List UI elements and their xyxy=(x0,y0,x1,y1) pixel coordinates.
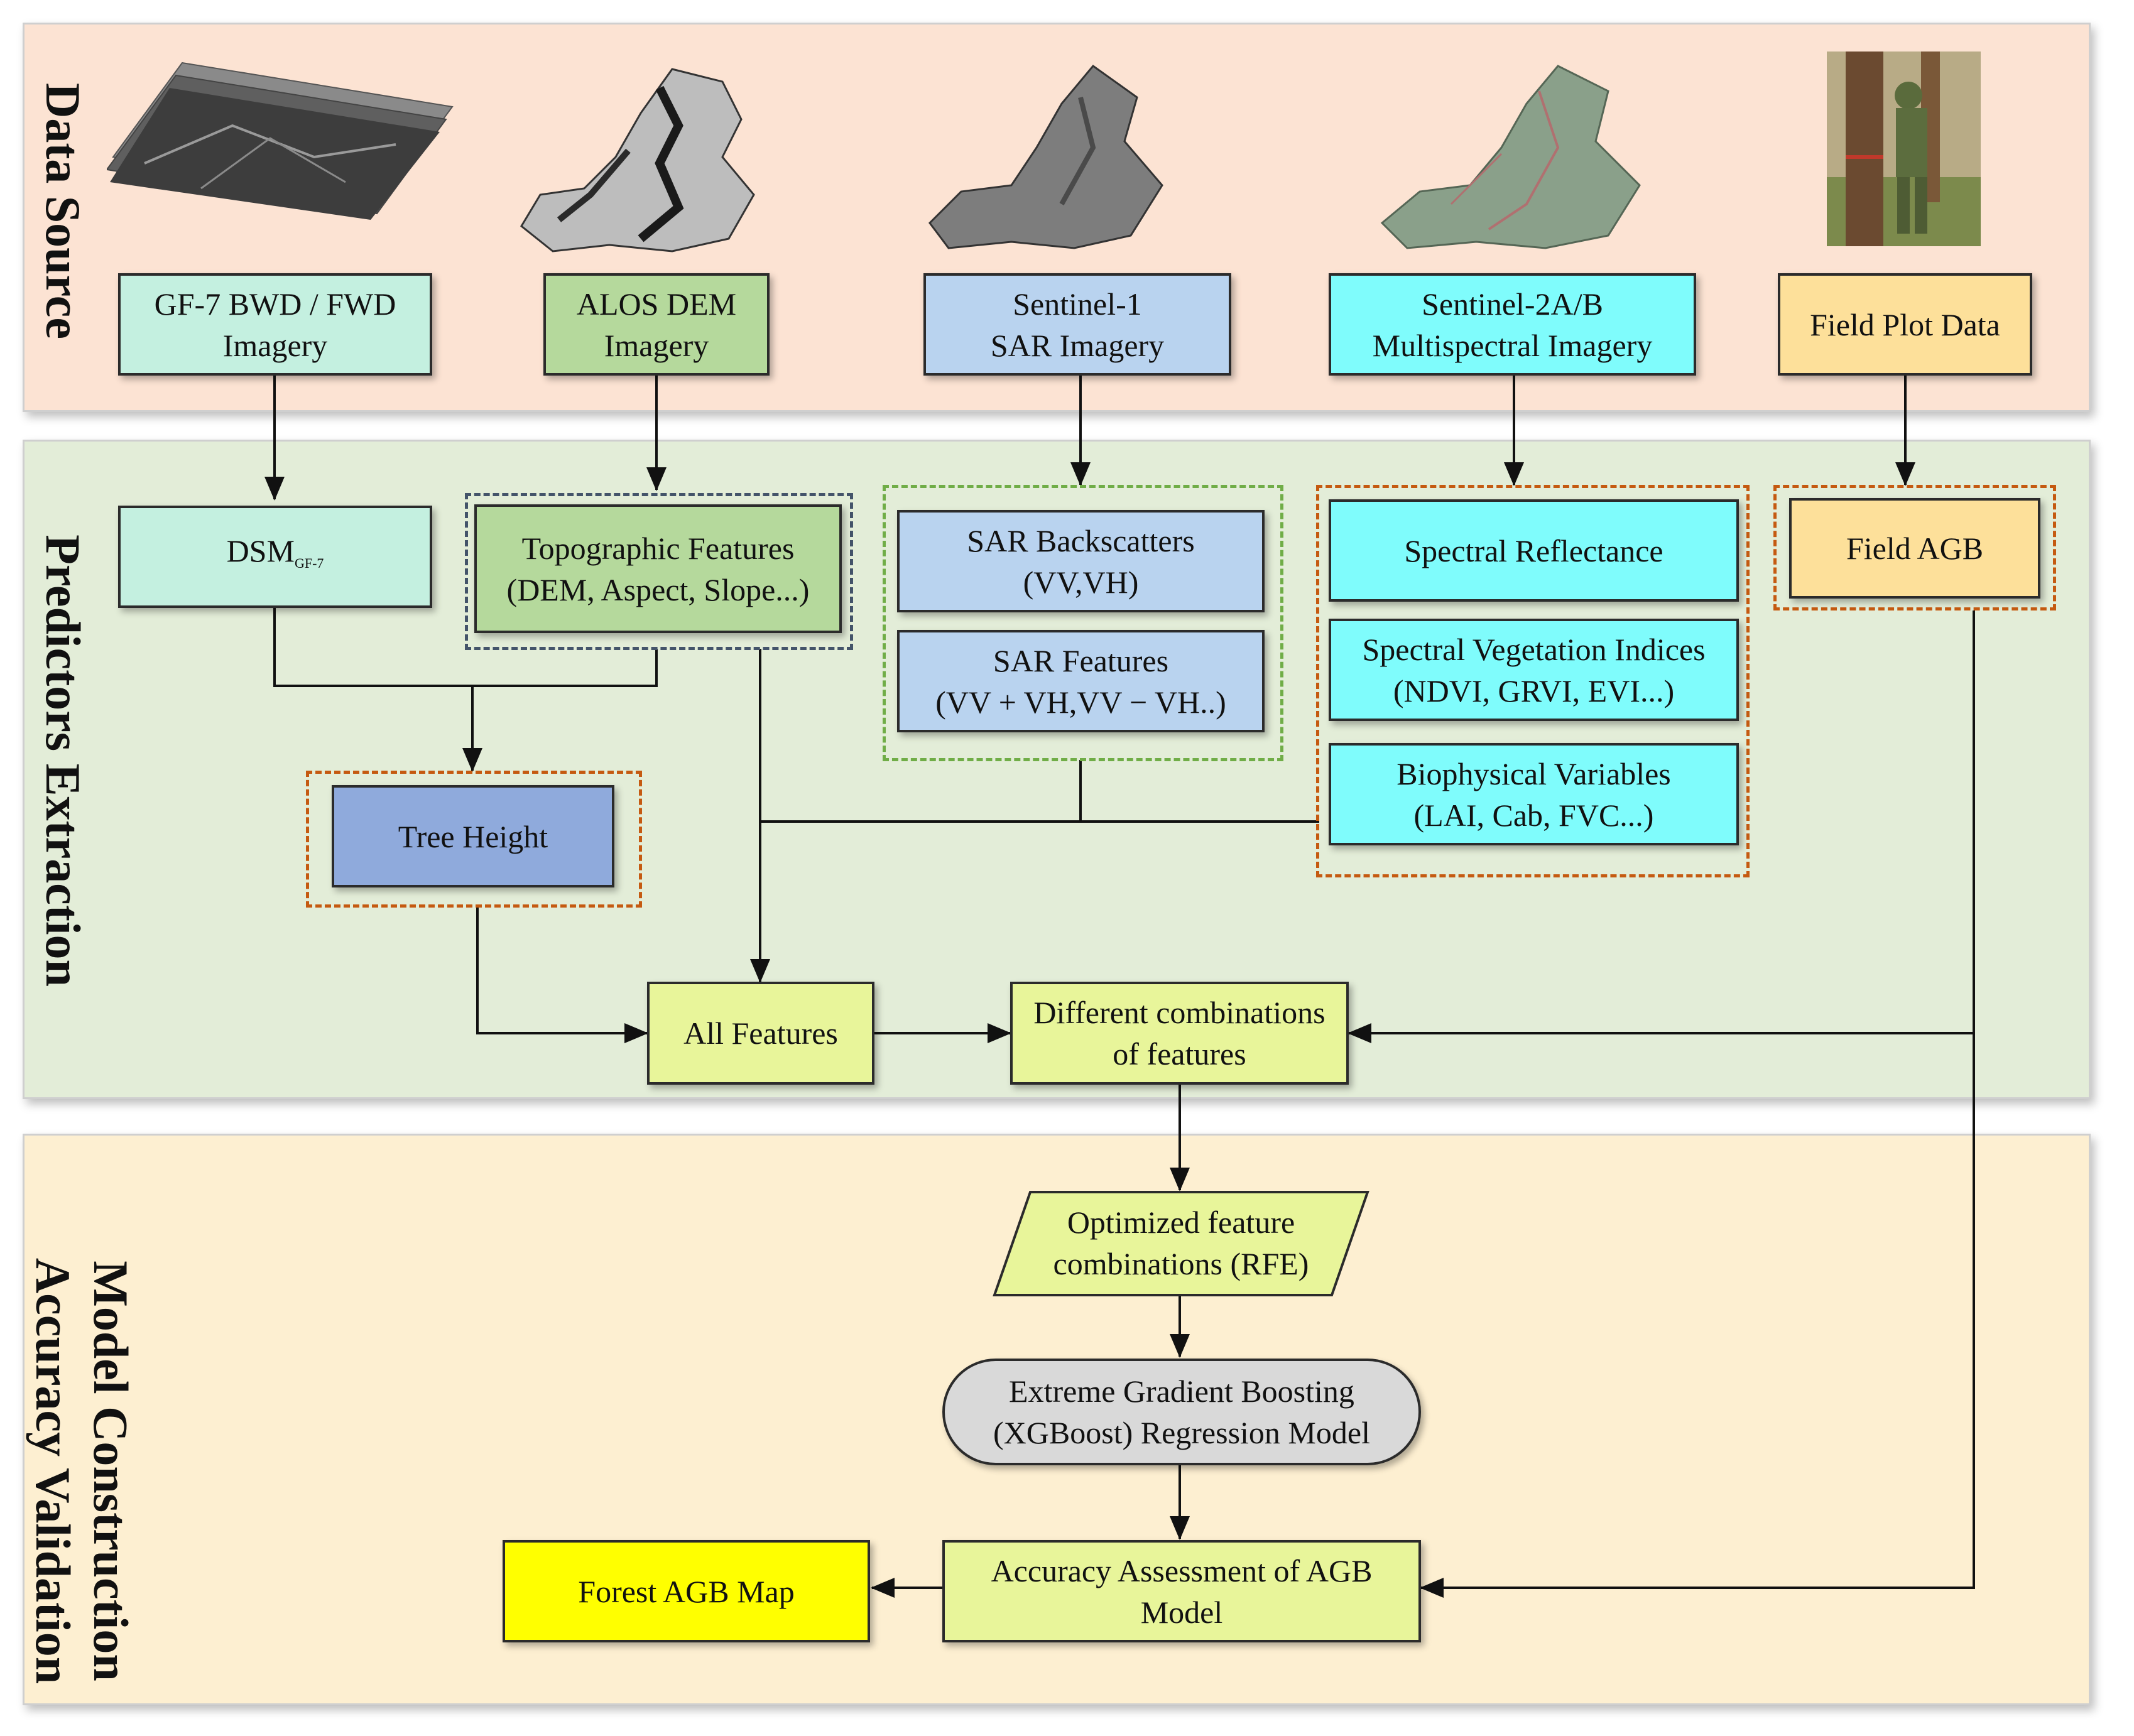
optimized-line1: Optimized feature xyxy=(1067,1205,1295,1240)
gf7-line1: GF-7 BWD / FWD xyxy=(154,286,396,322)
all-features-line1: All Features xyxy=(683,1016,838,1051)
sentinel2-box: Sentinel-2A/B Multispectral Imagery xyxy=(1329,273,1696,376)
optimized-feature-combinations-box: Optimized feature combinations (RFE) xyxy=(1030,1190,1332,1296)
spectral-reflectance-box: Spectral Reflectance xyxy=(1329,499,1739,602)
accuracy-line2: Model xyxy=(1140,1594,1223,1630)
alos-dem-thumbnail xyxy=(520,68,755,252)
spec-refl-line1: Spectral Reflectance xyxy=(1404,533,1663,568)
sentinel1-thumbnail xyxy=(928,64,1163,249)
s1-line1: Sentinel-1 xyxy=(1013,286,1142,322)
optimized-parallelogram-shape xyxy=(993,1191,1369,1296)
sar-features-box: SAR Features (VV + VH,VV − VH..) xyxy=(897,630,1265,732)
diff-comb-line2: of features xyxy=(1113,1036,1246,1071)
dsm-label: DSMGF-7 xyxy=(226,533,324,571)
sar-feat-line2: (VV + VH,VV − VH..) xyxy=(935,684,1226,720)
svi-line1: Spectral Vegetation Indices xyxy=(1362,631,1706,667)
sentinel1-box: Sentinel-1 SAR Imagery xyxy=(923,273,1231,376)
alos-dem-box: ALOS DEM Imagery xyxy=(543,273,770,376)
alos-line1: ALOS DEM xyxy=(576,286,737,322)
field-plot-photo xyxy=(1827,52,1981,246)
gf7-line2: Imagery xyxy=(222,327,328,363)
agb-map-line1: Forest AGB Map xyxy=(578,1573,795,1609)
different-combinations-box: Different combinations of features xyxy=(1010,982,1349,1085)
dsm-box: DSMGF-7 xyxy=(118,506,432,608)
tree-height-line1: Tree Height xyxy=(398,818,548,854)
biophysical-variables-box: Biophysical Variables (LAI, Cab, FVC...) xyxy=(1329,743,1739,845)
s2-line1: Sentinel-2A/B xyxy=(1422,286,1603,322)
forest-agb-map-box: Forest AGB Map xyxy=(503,1540,870,1642)
sar-feat-line1: SAR Features xyxy=(993,643,1169,678)
gf7-imagery-box: GF-7 BWD / FWD Imagery xyxy=(118,273,432,376)
field-agb-box: Field AGB xyxy=(1789,498,2040,599)
tree-height-dash-frame xyxy=(306,771,642,908)
accuracy-assessment-box: Accuracy Assessment of AGB Model xyxy=(942,1540,1421,1642)
tree-height-box: Tree Height xyxy=(332,785,614,887)
bio-line2: (LAI, Cab, FVC...) xyxy=(1413,797,1654,833)
s2-line2: Multispectral Imagery xyxy=(1372,327,1653,363)
optimized-line2: combinations (RFE) xyxy=(1053,1246,1309,1281)
topographic-features-box: Topographic Features (DEM, Aspect, Slope… xyxy=(474,504,842,633)
bio-line1: Biophysical Variables xyxy=(1396,756,1671,791)
alos-line2: Imagery xyxy=(604,327,709,363)
field-agb-dash-frame xyxy=(1773,485,2056,610)
sar-back-line1: SAR Backscatters xyxy=(967,523,1195,558)
field-plot-box: Field Plot Data xyxy=(1778,273,2032,376)
sentinel2-thumbnail xyxy=(1380,65,1641,249)
topo-line1: Topographic Features xyxy=(521,530,795,566)
sar-dash-frame xyxy=(883,485,1283,761)
xgb-line2: (XGBoost) Regression Model xyxy=(993,1415,1370,1450)
sar-backscatters-box: SAR Backscatters (VV,VH) xyxy=(897,510,1265,612)
field-agb-line1: Field AGB xyxy=(1846,531,1984,566)
svi-line2: (NDVI, GRVI, EVI...) xyxy=(1393,673,1675,708)
xgb-line1: Extreme Gradient Boosting xyxy=(1009,1374,1354,1409)
all-features-box: All Features xyxy=(647,982,874,1085)
s1-line2: SAR Imagery xyxy=(990,327,1165,363)
topo-line2: (DEM, Aspect, Slope...) xyxy=(506,572,810,607)
field-line1: Field Plot Data xyxy=(1810,307,2000,342)
topo-dash-frame xyxy=(465,493,853,650)
spectral-dash-frame xyxy=(1316,485,1750,877)
diff-comb-line1: Different combinations xyxy=(1033,995,1326,1030)
xgboost-model-box: Extreme Gradient Boosting (XGBoost) Regr… xyxy=(942,1359,1421,1465)
gf7-imagery-thumbnail xyxy=(107,62,454,220)
vegetation-indices-box: Spectral Vegetation Indices (NDVI, GRVI,… xyxy=(1329,619,1739,721)
sar-back-line2: (VV,VH) xyxy=(1023,564,1139,600)
accuracy-line1: Accuracy Assessment of AGB xyxy=(991,1553,1373,1588)
